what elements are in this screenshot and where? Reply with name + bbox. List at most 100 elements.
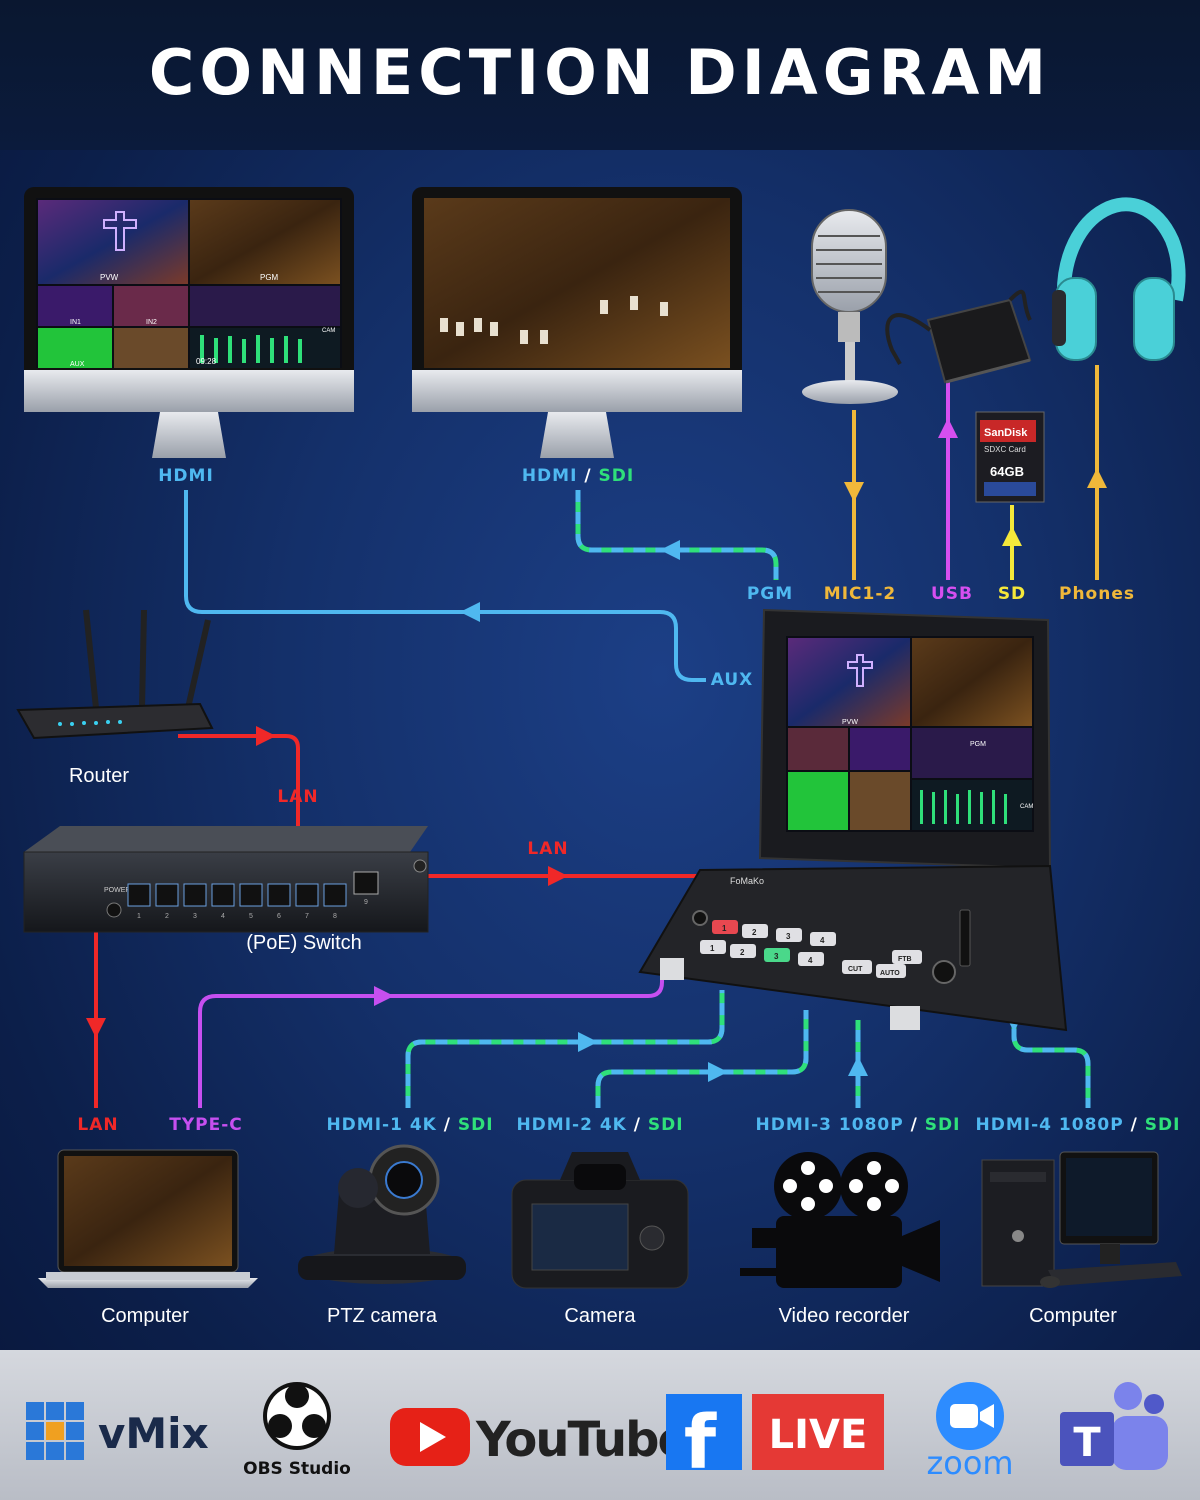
video-switcher-device: PVW PGM CAM FoMaKo (638, 608, 1068, 1032)
console-buttons (700, 920, 922, 978)
vmix-logo-text: vMix (98, 1409, 209, 1458)
ptz-camera-icon (298, 1144, 466, 1284)
console-button-label: 4 (808, 956, 813, 965)
switch-port-num: 5 (249, 913, 253, 920)
cable-typec (198, 968, 664, 1108)
switch-port-num: 9 (364, 899, 368, 906)
sd-card-brand: SanDisk (984, 427, 1028, 439)
label-typec: TYPE-C (169, 1115, 243, 1135)
screen-label-cam: CAM (322, 328, 335, 334)
switch-port-num: 3 (193, 913, 197, 920)
console-button-label: 2 (740, 948, 745, 957)
sd-card-capacity: 64GB (990, 464, 1024, 479)
monitor-multiview: PVW PGM IN1 IN2 AUX 09:28 CAM (24, 187, 354, 458)
screen-time: 09:28 (196, 357, 217, 366)
external-drive-icon (885, 289, 1032, 384)
console-button-label: 1 (722, 924, 727, 933)
live-logo-text: LIVE (769, 1412, 868, 1458)
label-separator: / (437, 1115, 458, 1135)
cable-hdmi1 (405, 990, 725, 1108)
device-screen-pgm: PGM (970, 741, 986, 748)
screen-label-in2: IN2 (146, 319, 157, 326)
console-button-label: 4 (820, 936, 825, 945)
cable-hdmi-monitor (184, 490, 706, 682)
switch-port-num: 2 (165, 913, 169, 920)
label-pgm: PGM (747, 584, 793, 604)
cable-hdmi4-dash (1011, 985, 1091, 1108)
switch-power-label: POWER (104, 887, 130, 894)
label-hdmi-part: HDMI-1 4K (326, 1115, 436, 1135)
label-lan-computer: LAN (77, 1115, 118, 1135)
device-label-switch: (PoE) Switch (246, 932, 362, 954)
vmix-logo: vMix (26, 1402, 209, 1460)
console-button-label: 2 (752, 928, 757, 937)
label-separator: / (1124, 1115, 1145, 1135)
logos-svg: vMix OBS Studio YouTube f (26, 1382, 1168, 1486)
poe-switch-icon: POWER 1 2 3 4 5 6 7 8 (23, 826, 429, 933)
label-hdmi3: HDMI-3 1080P / SDI (756, 1115, 961, 1135)
label-sdi-part: SDI (1145, 1115, 1181, 1135)
connection-diagram: PVW PGM IN1 IN2 AUX 09:28 CAM (16, 187, 1186, 1327)
label-hdmi-part: HDMI (522, 466, 578, 486)
screen-label-aux: AUX (70, 361, 85, 368)
platform-logos: vMix OBS Studio YouTube f (0, 1350, 1200, 1500)
switch-port-num: 7 (305, 913, 309, 920)
console-button-label: 3 (774, 952, 779, 961)
label-lan-router: LAN (277, 787, 318, 807)
sd-card-icon: SanDisk SDXC Card 64GB (975, 411, 1045, 503)
facebook-live-logo: f LIVE (666, 1394, 884, 1486)
label-hdmi-part: HDMI-4 1080P (976, 1115, 1124, 1135)
screen-label-pvw: PVW (100, 273, 119, 282)
label-sdi-part: SDI (648, 1115, 684, 1135)
label-separator: / (904, 1115, 925, 1135)
screen-label-in1: IN1 (70, 319, 81, 326)
camera-icon (511, 1152, 689, 1289)
label-sdi-part: SDI (458, 1115, 494, 1135)
obs-logo-text: OBS Studio (243, 1459, 351, 1479)
device-label-camera: Camera (564, 1305, 636, 1327)
cable-pgm (575, 490, 779, 580)
video-recorder-icon (740, 1152, 940, 1288)
label-phones: Phones (1059, 584, 1135, 604)
youtube-logo-text: YouTube (475, 1412, 689, 1468)
cable-pgm-dash (575, 490, 779, 580)
label-separator: / (577, 466, 598, 486)
page-title: CONNECTION DIAGRAM (148, 36, 1052, 109)
cross-icon (847, 654, 873, 687)
console-button-label: 1 (710, 944, 715, 953)
device-label-recorder: Video recorder (779, 1305, 910, 1327)
console-button-label: 3 (786, 932, 791, 941)
header: CONNECTION DIAGRAM (0, 0, 1200, 150)
label-sdi-part: SDI (598, 466, 634, 486)
label-sd: SD (998, 584, 1026, 604)
desktop-computer-icon (981, 1151, 1182, 1288)
device-screen-cam: CAM (1020, 804, 1033, 810)
label-hdmi2: HDMI-2 4K / SDI (516, 1115, 683, 1135)
cable-hdmi2 (595, 1010, 809, 1108)
screen-label-pgm: PGM (260, 273, 279, 282)
label-lan-switch: LAN (527, 839, 568, 859)
cross-icon (103, 211, 137, 251)
label-sdi-part: SDI (925, 1115, 961, 1135)
device-label-laptop: Computer (101, 1305, 189, 1327)
label-hdmi-part: HDMI-3 1080P (756, 1115, 904, 1135)
sd-card-type: SDXC Card (984, 445, 1026, 454)
youtube-logo: YouTube (390, 1408, 691, 1468)
label-aux: AUX (711, 670, 754, 690)
zoom-logo-text: zoom (926, 1444, 1013, 1482)
device-label-desktop: Computer (1029, 1305, 1117, 1327)
label-hdmi-part: HDMI-2 4K (516, 1115, 626, 1135)
label-separator: / (627, 1115, 648, 1135)
obs-logo: OBS Studio (243, 1382, 351, 1479)
cable-hdmi2-dash (595, 1010, 809, 1108)
device-label-router: Router (69, 765, 129, 787)
switch-port-num: 6 (277, 913, 281, 920)
monitor-program (412, 187, 742, 458)
cable-lan-router (178, 734, 300, 830)
monitor-stand-right (540, 412, 614, 458)
switch-port-num: 4 (221, 913, 225, 920)
device-screen-pvw: PVW (842, 719, 858, 726)
device-label-ptz: PTZ camera (327, 1305, 438, 1327)
label-usb: USB (931, 584, 973, 604)
